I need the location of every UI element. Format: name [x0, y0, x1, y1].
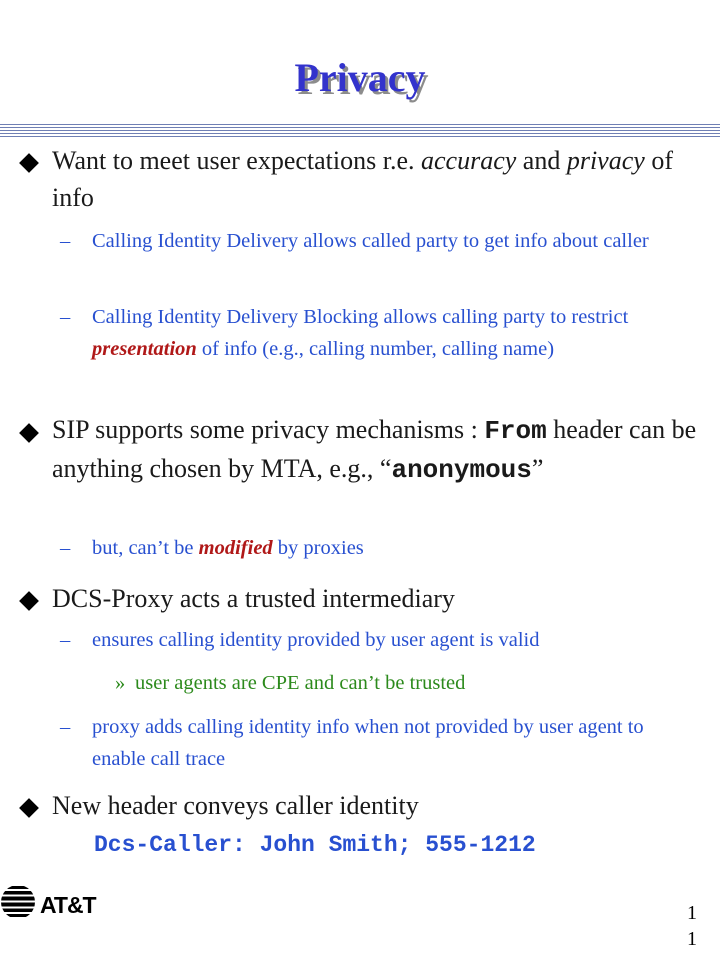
- title-divider: [0, 124, 720, 138]
- slide-title: Privacy: [294, 55, 426, 100]
- bullet-3-sub-1-text: ensures calling identity provided by use…: [92, 629, 540, 651]
- bullet-2-sub-1: – but, can’t be modified by proxies: [60, 532, 700, 564]
- bullet-1-text: Want to meet user expectations r.e. accu…: [52, 142, 702, 216]
- bullet-2-text-part2: header can be anything chosen by MTA, e.…: [52, 415, 697, 483]
- page-number-line-2: 1: [687, 928, 697, 950]
- sub-dash: –: [60, 716, 71, 738]
- code-from: From: [484, 416, 547, 446]
- bullet-2-sub-1-part1: but, can’t be: [92, 537, 199, 559]
- bullet-2-text: SIP supports some privacy mechanisms : F…: [52, 411, 702, 489]
- caller-header-code: Dcs-Caller: John Smith; 555-1212: [94, 832, 536, 858]
- bullet-3-subsub-1: » user agents are CPE and can’t be trust…: [115, 668, 705, 698]
- bullet-1-sub-2-part2: of info (e.g., calling number, calling n…: [196, 338, 555, 360]
- bullet-diamond-icon: [19, 153, 39, 173]
- emphasis-presentation: presentation: [92, 338, 197, 360]
- page-number: 1 1: [682, 900, 702, 952]
- bullet-2-sub-1-text: but, can’t be modified by proxies: [92, 532, 700, 564]
- bullet-1-sub-1: – Calling Identity Delivery allows calle…: [60, 225, 700, 257]
- bullet-3-subsub-1-text: user agents are CPE and can’t be trusted: [135, 672, 466, 694]
- bullet-diamond-icon: [19, 423, 39, 443]
- sub-dash: –: [60, 306, 71, 328]
- bullet-1-text-part2: and: [516, 146, 567, 175]
- sub-dash: –: [60, 537, 71, 559]
- bullet-1-sub-2-part1: Calling Identity Delivery Blocking allow…: [92, 306, 629, 328]
- bullet-diamond-icon: [19, 798, 39, 818]
- bullet-1-text-part3: of info: [52, 146, 673, 212]
- sub-dash: –: [60, 629, 71, 651]
- code-anonymous: anonymous: [391, 455, 532, 485]
- bullet-4-text: New header conveys caller identity: [52, 791, 419, 820]
- bullet-1-sub-2-text: Calling Identity Delivery Blocking allow…: [92, 301, 700, 365]
- att-logo-text: AT&T: [40, 892, 97, 918]
- bullet-3-sub-1: – ensures calling identity provided by u…: [60, 624, 700, 656]
- bullet-2-text-part3: ”: [531, 454, 544, 483]
- bullet-3-sub-2: – proxy adds calling identity info when …: [60, 711, 700, 775]
- emphasis-modified: modified: [198, 537, 273, 559]
- bullet-1-sub-1-text: Calling Identity Delivery allows called …: [92, 230, 649, 252]
- sub-dash: –: [60, 230, 71, 252]
- bullet-3-sub-2-text: proxy adds calling identity info when no…: [92, 716, 644, 770]
- bullet-3-text: DCS-Proxy acts a trusted intermediary: [52, 584, 455, 613]
- bullet-2-sub-1-part2: by proxies: [272, 537, 364, 559]
- bullet-1-text-part1: Want to meet user expectations r.e.: [52, 146, 422, 175]
- bullet-1-emphasis-accuracy: accuracy: [421, 146, 517, 175]
- bullet-diamond-icon: [19, 591, 39, 611]
- bullet-2-text-part1: SIP supports some privacy mechanisms :: [52, 415, 485, 444]
- bullet-1-sub-2: – Calling Identity Delivery Blocking all…: [60, 301, 700, 365]
- page-number-line-1: 1: [687, 902, 697, 924]
- bullet-1-emphasis-privacy: privacy: [566, 146, 645, 175]
- subsub-chevron: »: [115, 672, 126, 694]
- att-globe-logo-icon: [1, 885, 35, 919]
